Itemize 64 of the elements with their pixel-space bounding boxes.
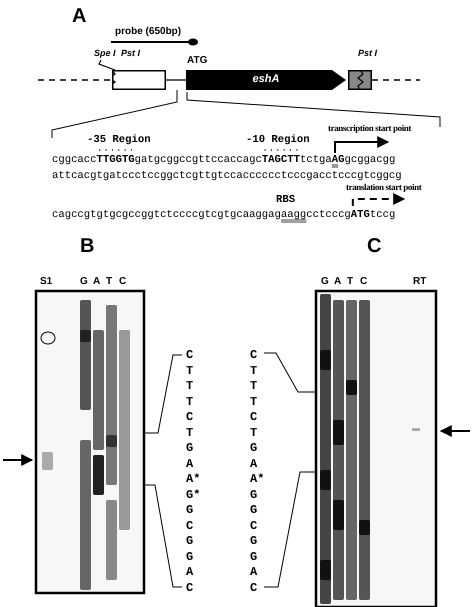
lane-label: RT bbox=[413, 277, 426, 287]
panel-letter: A bbox=[72, 6, 86, 26]
probe-label: probe (650bp) bbox=[115, 27, 182, 37]
start-point-label: transcription start point bbox=[328, 124, 411, 133]
site-label: Pst I bbox=[121, 49, 140, 58]
sequence-letter: A* bbox=[186, 473, 200, 485]
sequence-letter: T bbox=[186, 380, 194, 392]
sequence-letter: C bbox=[186, 582, 194, 594]
panel-letter: B bbox=[80, 236, 94, 256]
sequence-letter: G bbox=[250, 442, 258, 454]
sequence-text: cagccgtgtgcgccggtctccccgtcgtgcaaggagaaggcctcccgATGtccg bbox=[52, 210, 396, 221]
lane-label: A bbox=[334, 277, 342, 287]
gene-box bbox=[348, 70, 372, 90]
sequence-letter: G bbox=[250, 550, 258, 562]
sequence-letter: C bbox=[186, 349, 194, 361]
dna-line bbox=[166, 79, 186, 81]
sequence-letter: C bbox=[186, 520, 194, 532]
lane-label: G bbox=[321, 277, 329, 287]
sequence-letter: A bbox=[250, 458, 258, 470]
sequence-letter: C bbox=[250, 520, 258, 532]
sequence-letter: T bbox=[250, 426, 258, 438]
lane-label: T bbox=[106, 277, 112, 287]
sequence-letter: C bbox=[250, 411, 258, 423]
lane-label: T bbox=[347, 277, 354, 287]
gene-box bbox=[112, 70, 166, 90]
codon-label: ATG bbox=[187, 56, 208, 66]
site-label: Pst I bbox=[358, 49, 378, 58]
site-label: Spe I bbox=[94, 49, 116, 58]
rbs-label: RBS bbox=[276, 195, 296, 206]
lane-label: A bbox=[93, 277, 100, 287]
sequence-letter: G bbox=[250, 504, 258, 516]
sequence-letter: G bbox=[186, 442, 194, 454]
sequence-letter: C bbox=[250, 582, 258, 594]
sequence-letter: T bbox=[186, 426, 194, 438]
panel-letter: C bbox=[367, 236, 382, 256]
sequence-letter: G bbox=[250, 488, 258, 500]
leader-line bbox=[98, 60, 116, 71]
sequence-letter: A bbox=[186, 566, 194, 578]
gene-block bbox=[186, 70, 346, 90]
sequence-letter: A bbox=[250, 566, 258, 578]
sequence-letter: G bbox=[186, 550, 194, 562]
sequence-letter: A* bbox=[250, 473, 264, 485]
lane-label: G bbox=[80, 277, 88, 287]
sequence-letter: C bbox=[186, 411, 194, 423]
sequence-letter: T bbox=[186, 364, 194, 376]
gene-name: eshA bbox=[252, 74, 280, 85]
lane-label: C bbox=[119, 277, 126, 287]
sequence-letter: G bbox=[250, 535, 258, 547]
sequence-letter: G bbox=[186, 535, 194, 547]
sequence-letter: T bbox=[250, 380, 258, 392]
sequence-letter: A bbox=[186, 458, 194, 470]
lane-label: S1 bbox=[40, 277, 52, 287]
sequence-letter: G* bbox=[186, 488, 200, 500]
sequence-text: cggcaccTTGGTGgatgcggccgttccaccagcTAGCTTtctgaAGgcggacgg bbox=[52, 155, 396, 166]
region-label: -35 Region bbox=[87, 135, 151, 146]
sequence-letter: G bbox=[186, 504, 194, 516]
sequence-letter: T bbox=[250, 396, 258, 408]
sequence-text: attcacgtgatccctccggctcgttgtccacccccctcccgacctcccgtcggcg bbox=[52, 171, 402, 182]
start-point-label: translation start point bbox=[346, 183, 422, 192]
region-label: -10 Region bbox=[246, 135, 310, 146]
sequence-letter: T bbox=[250, 364, 258, 376]
lane-label: C bbox=[360, 277, 368, 287]
sequence-letter: T bbox=[186, 396, 194, 408]
sequence-letter: C bbox=[250, 349, 258, 361]
